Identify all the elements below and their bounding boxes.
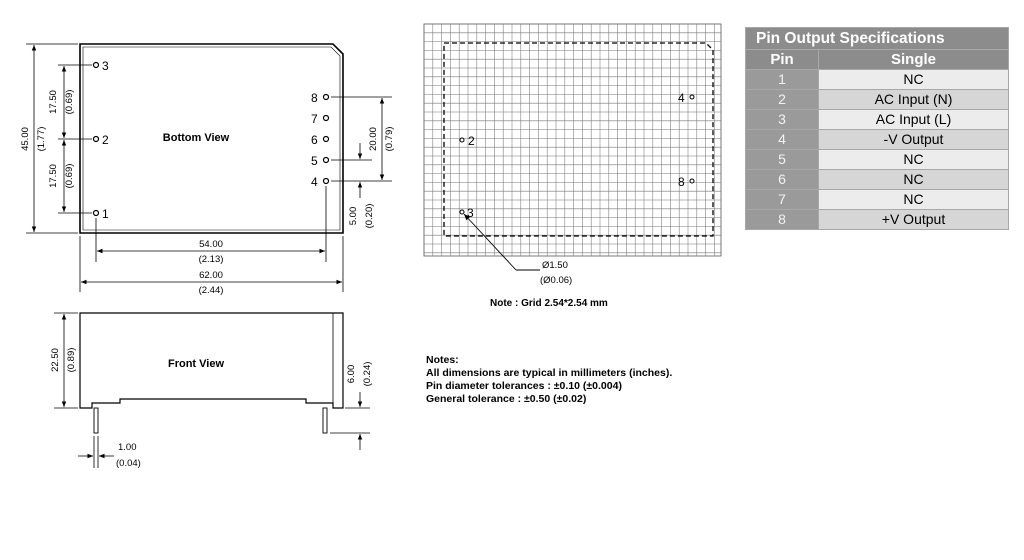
grid-pin-label-2: 2 — [468, 134, 475, 148]
dim-6: 6.00 — [346, 365, 357, 384]
module-outline-dashed — [443, 42, 714, 237]
grid-pin-label-8: 8 — [678, 175, 685, 189]
dim-1: 1.00 — [118, 442, 137, 453]
pin-hole — [322, 114, 330, 122]
pin-hole — [92, 61, 100, 69]
notes-title: Notes: — [426, 354, 459, 366]
pin-label-7: 7 — [311, 112, 318, 126]
grid-pin-label-3: 3 — [467, 206, 474, 220]
function-cell: AC Input (L) — [818, 109, 1009, 130]
pin-cell: 6 — [745, 169, 819, 190]
hole-dim: Ø1.50 — [542, 260, 568, 271]
pin-label-8: 8 — [311, 91, 318, 105]
function-cell: AC Input (N) — [818, 89, 1009, 110]
dim-54: 54.00 — [199, 239, 223, 250]
bottom-view-label: Bottom View — [163, 132, 230, 144]
grid-pin-hole — [459, 137, 465, 143]
grid-pin-hole — [689, 94, 695, 100]
dim-front — [54, 312, 370, 468]
dim-17-50-bot: 17.50 — [48, 164, 59, 188]
pin-hole — [322, 177, 330, 185]
dim-62: 62.00 — [199, 270, 223, 281]
dim-45: 45.00 — [20, 127, 31, 151]
function-cell: -V Output — [818, 129, 1009, 150]
dim-1-77: (1.77) — [36, 127, 47, 152]
bottom-view-pins-left: 3 2 1 — [92, 59, 109, 221]
pin-label-2: 2 — [102, 133, 109, 147]
pin-cell: 8 — [745, 209, 819, 230]
dim-5: 5.00 — [348, 207, 359, 226]
pin-hole — [322, 156, 330, 164]
dim-0-24: (0.24) — [362, 362, 373, 387]
hole-leader-line — [463, 213, 517, 271]
dim-pin-spacing-left — [58, 64, 92, 214]
front-view-outline — [79, 312, 344, 409]
dim-0-69-bot: (0.69) — [64, 164, 75, 189]
pin-label-1: 1 — [102, 207, 109, 221]
pin-cell: 5 — [745, 149, 819, 170]
function-cell: NC — [818, 189, 1009, 210]
grid-pin-label-4: 4 — [678, 91, 685, 105]
grid-pin-hole — [459, 209, 465, 215]
notes-block: Notes: All dimensions are typical in mil… — [426, 354, 672, 406]
grid-pin-hole — [689, 178, 695, 184]
dim-0-20: (0.20) — [364, 204, 375, 229]
grid-note: Note : Grid 2.54*2.54 mm — [490, 298, 608, 309]
bottom-view-pins-right: 8 7 6 5 4 — [311, 91, 330, 189]
dim-0-04: (0.04) — [116, 458, 141, 469]
pin-cell: 3 — [745, 109, 819, 130]
notes-line: All dimensions are typical in millimeter… — [426, 367, 673, 379]
front-view-label: Front View — [168, 358, 224, 370]
dim-0-69-top: (0.69) — [64, 90, 75, 115]
mechanical-drawing: Bottom View 3 2 1 8 7 6 5 4 17.50 (0.69)… — [20, 43, 395, 469]
spec-header-pin: Pin — [745, 49, 819, 70]
dim-overall-height — [26, 43, 78, 234]
dim-17-50-top: 17.50 — [48, 90, 59, 114]
notes-line: Pin diameter tolerances : ±0.10 (±0.004) — [426, 380, 622, 392]
front-pin-right — [322, 407, 328, 434]
pin-hole — [322, 93, 330, 101]
bottom-view-outline — [79, 43, 344, 234]
pin-hole — [92, 209, 100, 217]
pin-hole — [92, 135, 100, 143]
pin-label-6: 6 — [311, 133, 318, 147]
dim-20: 20.00 — [368, 127, 379, 151]
pin-cell: 2 — [745, 89, 819, 110]
pin-label-4: 4 — [311, 175, 318, 189]
dim-right-pins — [331, 96, 392, 198]
spec-header-single: Single — [818, 49, 1009, 70]
pin-cell: 7 — [745, 189, 819, 210]
table-row: 8+V Output — [745, 209, 1009, 230]
hole-dim-inch: (Ø0.06) — [540, 275, 572, 286]
spec-table-title: Pin Output Specifications — [745, 27, 1009, 50]
dim-0-79: (0.79) — [384, 127, 395, 152]
pin-label-3: 3 — [102, 59, 109, 73]
dim-22-50: 22.50 — [50, 348, 61, 372]
pin-cell: 1 — [745, 69, 819, 90]
function-cell: NC — [818, 149, 1009, 170]
dim-2-13: (2.13) — [199, 254, 224, 265]
pin-hole — [322, 135, 330, 143]
grid-footprint: 4 2 8 3 Ø1.50 (Ø0.06) — [423, 23, 722, 286]
table-row: 4-V Output — [745, 129, 1009, 150]
front-pin-left — [93, 407, 99, 434]
dim-2-44: (2.44) — [199, 285, 224, 296]
function-cell: NC — [818, 69, 1009, 90]
pin-cell: 4 — [745, 129, 819, 150]
pin-label-5: 5 — [311, 154, 318, 168]
function-cell: +V Output — [818, 209, 1009, 230]
function-cell: NC — [818, 169, 1009, 190]
notes-line: General tolerance : ±0.50 (±0.02) — [426, 393, 587, 405]
dim-0-89: (0.89) — [66, 348, 77, 373]
dim-widths — [79, 186, 344, 292]
